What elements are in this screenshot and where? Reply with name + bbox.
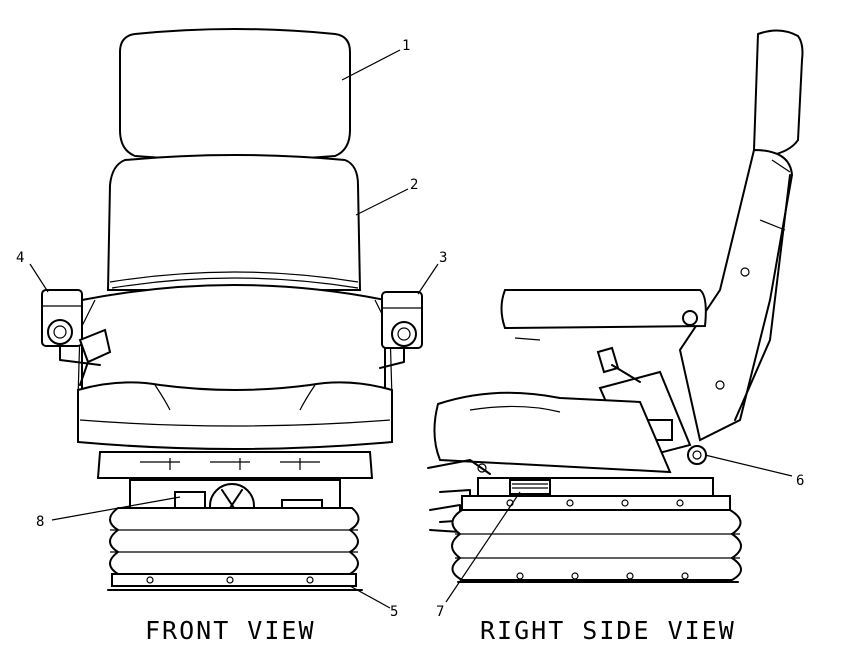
side-bellows — [451, 509, 742, 581]
front-headrest — [119, 28, 351, 161]
side-view-title: RIGHT SIDE VIEW — [480, 616, 736, 645]
callout-leaders — [29, 49, 793, 609]
callout-8: 8 — [36, 514, 45, 530]
front-bellows — [109, 507, 360, 575]
front-backrest — [106, 154, 362, 291]
front-view-drawing — [41, 28, 423, 591]
callout-1: 1 — [402, 38, 411, 54]
side-cushion — [433, 391, 672, 474]
callout-2: 2 — [410, 177, 419, 193]
front-view-title: FRONT VIEW — [145, 616, 316, 645]
side-backrest — [678, 148, 794, 442]
callout-3: 3 — [439, 250, 448, 266]
callout-7: 7 — [436, 604, 445, 620]
callout-5: 5 — [390, 604, 399, 620]
side-view-drawing — [427, 29, 804, 583]
side-armrest — [500, 289, 707, 330]
side-headrest — [752, 29, 804, 158]
side-slide-handle — [509, 479, 551, 495]
callout-4: 4 — [16, 250, 25, 266]
callout-6: 6 — [796, 473, 805, 489]
front-cushion — [77, 381, 393, 450]
